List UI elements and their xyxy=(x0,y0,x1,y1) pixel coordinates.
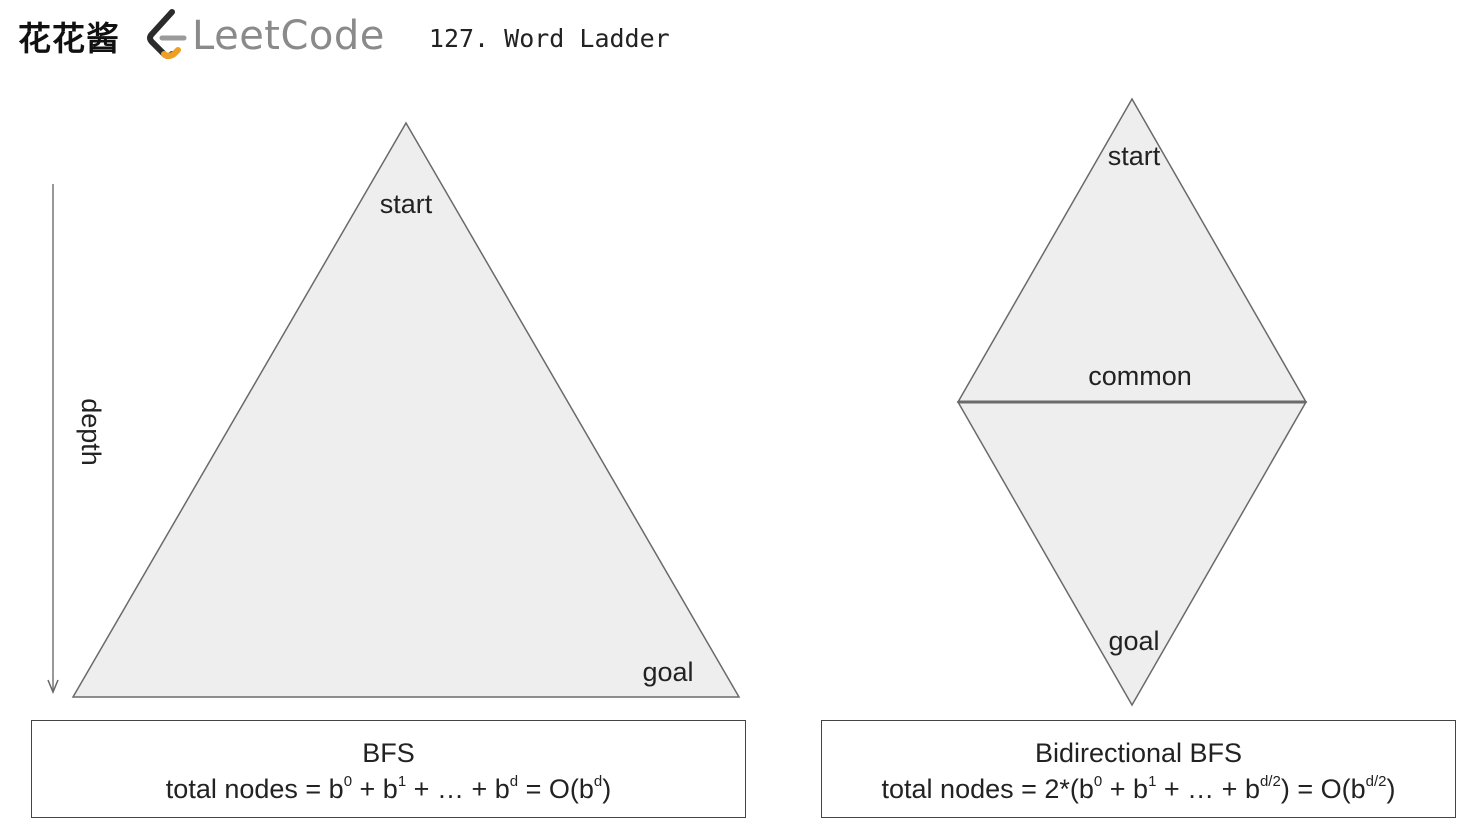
bfs-complexity-formula: total nodes = b0 + b1 + … + bd = O(bd) xyxy=(32,771,745,807)
bidir-common-label: common xyxy=(1088,361,1192,391)
bfs-search-triangle xyxy=(71,121,741,698)
bidir-start-label: start xyxy=(1108,141,1161,171)
bidir-exp-0: 0 xyxy=(1093,773,1103,790)
bidir-exp-half: d/2 xyxy=(1259,773,1281,790)
bidir-exp-1: 1 xyxy=(1148,773,1157,790)
backward-search-triangle xyxy=(956,401,1308,707)
brand-name: 花花酱 xyxy=(18,19,120,58)
bfs-exp-1: 1 xyxy=(397,773,407,790)
problem-title: 127. Word Ladder xyxy=(428,23,670,53)
bfs-exp-d: d xyxy=(509,773,519,790)
leetcode-wordmark: LeetCode xyxy=(192,13,385,59)
bidir-formula-equals: ) = O(b xyxy=(1280,774,1366,804)
bidir-goal-label: goal xyxy=(1108,626,1159,656)
bfs-goal-label: goal xyxy=(642,657,693,687)
bidir-caption-box: Bidirectional BFS total nodes = 2*(b0 + … xyxy=(821,720,1456,818)
header: 花花酱 LeetCode 127. Word Ladder xyxy=(18,6,670,66)
bidir-exp-half-result: d/2 xyxy=(1365,773,1387,790)
bidir-formula-prefix: total nodes = 2*(b xyxy=(881,774,1094,804)
depth-arrowhead-icon xyxy=(47,679,59,694)
bfs-formula-close: ) xyxy=(602,774,612,804)
bfs-exp-0: 0 xyxy=(343,773,353,790)
bfs-start-label: start xyxy=(380,189,433,219)
bidir-complexity-formula: total nodes = 2*(b0 + b1 + … + bd/2) = O… xyxy=(822,771,1455,807)
bidir-formula-plus2: + … + b xyxy=(1156,774,1260,804)
bfs-formula-prefix: total nodes = b xyxy=(165,774,344,804)
bidir-formula-plus1: + b xyxy=(1102,774,1149,804)
bidir-formula-close: ) xyxy=(1386,774,1396,804)
bidir-caption-title: Bidirectional BFS xyxy=(1034,738,1243,768)
depth-label: depth xyxy=(76,398,106,466)
bfs-exp-d-result: d xyxy=(593,773,603,790)
bfs-formula-plus1: + b xyxy=(352,774,398,804)
leetcode-logo-icon xyxy=(147,9,187,59)
bfs-formula-plus2: + … + b xyxy=(406,774,510,804)
bfs-caption-title: BFS xyxy=(362,738,415,768)
bfs-caption-box: BFS total nodes = b0 + b1 + … + bd = O(b… xyxy=(31,720,746,818)
bfs-formula-equals: = O(b xyxy=(518,774,594,804)
